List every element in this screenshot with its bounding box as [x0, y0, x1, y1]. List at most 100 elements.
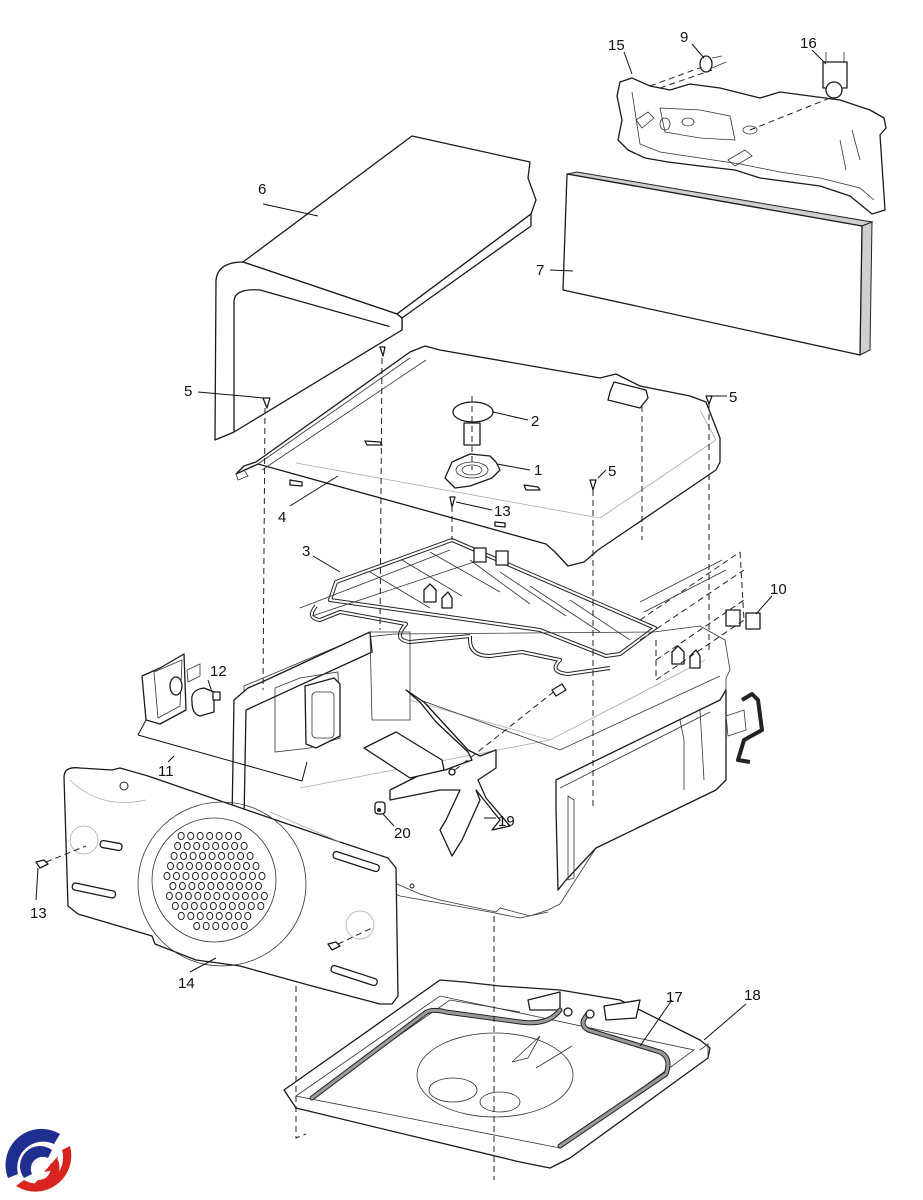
- callout-5b: 5: [729, 389, 737, 406]
- grille-hole: [169, 881, 177, 891]
- grille-hole: [215, 831, 223, 841]
- grille-hole: [205, 861, 213, 871]
- grille-hole: [232, 891, 240, 901]
- grille-hole: [206, 911, 214, 921]
- grille-hole: [163, 871, 171, 881]
- grille-hole: [206, 831, 214, 841]
- callout-13b: 13: [30, 905, 47, 922]
- grille-hole: [225, 911, 233, 921]
- callout-18: 18: [744, 987, 761, 1004]
- part-20-fan-nut: [374, 801, 386, 815]
- grille-hole: [213, 891, 221, 901]
- part-16-fan-motor: [822, 52, 848, 99]
- grille-hole: [227, 851, 235, 861]
- part-6-top-insulation: [214, 135, 537, 441]
- grille-hole: [175, 891, 183, 901]
- grille-hole: [231, 921, 239, 931]
- callout-1: 1: [534, 462, 542, 479]
- grille-hole: [218, 851, 226, 861]
- grille-hole: [184, 891, 192, 901]
- grille-hole: [225, 831, 233, 841]
- grille-hole: [181, 901, 189, 911]
- grille-hole: [251, 891, 259, 901]
- assembly-guide-lines: [262, 357, 710, 1180]
- part-12-lamp-bulb: [191, 687, 221, 717]
- part-19-fan-blade: [363, 689, 511, 857]
- grille-hole: [260, 891, 268, 901]
- callout-3: 3: [302, 543, 310, 560]
- grille-hole: [196, 831, 204, 841]
- callout-15: 15: [608, 37, 625, 54]
- grille-hole: [174, 841, 182, 851]
- grille-hole: [187, 831, 195, 841]
- grille-hole: [212, 841, 220, 851]
- grille-hole: [165, 891, 173, 901]
- grille-hole: [240, 921, 248, 931]
- grille-hole: [240, 841, 248, 851]
- fan-grille-holes: [163, 831, 268, 931]
- grille-hole: [243, 861, 251, 871]
- grille-hole: [182, 871, 190, 881]
- grille-hole: [226, 881, 234, 891]
- grille-hole: [221, 921, 229, 931]
- callout-12: 12: [210, 663, 227, 680]
- grille-hole: [247, 901, 255, 911]
- callout-13a: 13: [494, 503, 511, 520]
- grille-hole: [228, 901, 236, 911]
- grille-hole: [197, 881, 205, 891]
- grille-hole: [202, 841, 210, 851]
- part-2-lamp-cover: [452, 401, 494, 446]
- grille-hole: [177, 911, 185, 921]
- grille-hole: [245, 881, 253, 891]
- logo-red-arc-outer: [16, 1146, 72, 1192]
- part-10-element-clips: [639, 551, 761, 681]
- callout-11: 11: [158, 763, 174, 780]
- callout-5a: 5: [184, 383, 192, 400]
- callout-20: 20: [394, 825, 411, 842]
- grille-hole: [214, 861, 222, 871]
- grille-hole: [201, 871, 209, 881]
- grille-hole: [220, 871, 228, 881]
- callout-2: 2: [531, 413, 539, 430]
- grille-hole: [224, 861, 232, 871]
- part-11-lamp-assembly: [141, 653, 201, 725]
- grille-hole: [193, 841, 201, 851]
- grille-hole: [216, 881, 224, 891]
- bracket-11: [137, 719, 308, 782]
- grille-hole: [229, 871, 237, 881]
- grille-hole: [189, 851, 197, 861]
- grille-hole: [199, 851, 207, 861]
- brand-logo: [5, 1128, 72, 1192]
- grille-hole: [254, 881, 262, 891]
- callout-19: 19: [498, 813, 515, 830]
- grille-hole: [258, 871, 266, 881]
- grille-hole: [219, 901, 227, 911]
- callout-16: 16: [800, 35, 817, 52]
- grille-hole: [195, 861, 203, 871]
- grille-hole: [200, 901, 208, 911]
- grille-hole: [171, 901, 179, 911]
- grille-hole: [176, 861, 184, 871]
- grille-hole: [244, 911, 252, 921]
- logo-blue-arc-outer: [5, 1128, 60, 1178]
- grille-hole: [188, 881, 196, 891]
- grille-hole: [167, 861, 175, 871]
- part-7-rear-insulation: [562, 171, 874, 356]
- grille-hole: [203, 891, 211, 901]
- grille-hole: [234, 831, 242, 841]
- grille-hole: [191, 871, 199, 881]
- grille-hole: [233, 861, 241, 871]
- callout-14: 14: [178, 975, 195, 992]
- grille-hole: [172, 871, 180, 881]
- grille-hole: [183, 841, 191, 851]
- grille-hole: [239, 871, 247, 881]
- grille-hole: [186, 861, 194, 871]
- grille-hole: [246, 851, 254, 861]
- callout-7: 7: [536, 262, 544, 279]
- grille-hole: [257, 901, 265, 911]
- grille-hole: [194, 891, 202, 901]
- grille-hole: [170, 851, 178, 861]
- grille-hole: [207, 881, 215, 891]
- part-9-thermostat: [699, 55, 727, 73]
